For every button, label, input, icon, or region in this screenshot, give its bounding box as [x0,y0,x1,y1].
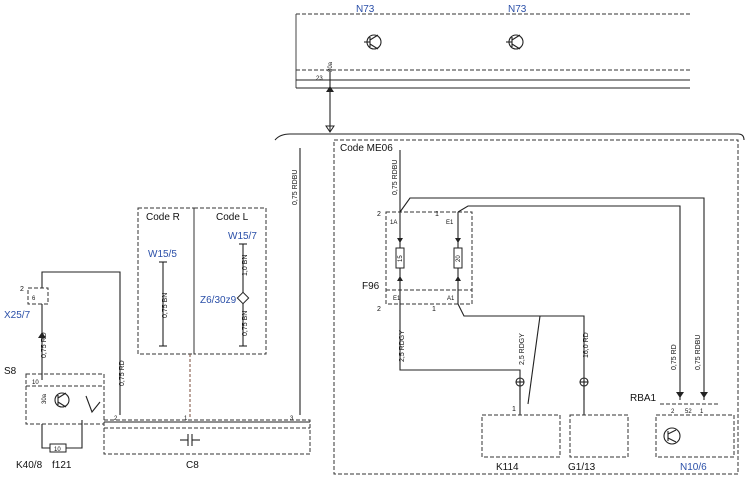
w15-5-label: W15/5 [148,249,177,260]
k114-label: K114 [496,462,519,473]
pin-1a: 1A [390,220,397,226]
pin-2-x25: 2 [20,286,24,293]
wire-rd-mid: 0,75 RD [119,360,126,386]
wire-bn-r: 0,75 BN [162,293,169,318]
pin-2-f96-bottom: 2 [377,306,381,313]
fuse-15: 15 [398,255,404,262]
pin-2-rba: 2 [671,409,675,415]
wire-rdbu-me06: 0,75 RDBU [392,160,399,195]
g1-label: G1/13 [568,462,596,473]
n73-label-left: N73 [356,4,375,15]
pin-e1-bottom: E1 [393,296,401,302]
n10-module: 0,75 RD 0,75 RDBU RBA1 2 52 1 N10/6 [630,335,735,473]
k114-relay: 2,5 RDGY 1 K114 [481,333,561,473]
motor-icon [663,427,681,445]
wire-rd-16: 16,0 RD [583,332,590,358]
wire-bn-l: 0,75 BN [242,311,249,336]
k40-fuse: 10 K40/8 f121 [16,420,83,471]
pin-30a-s8: 30a [42,393,48,404]
code-r-label: Code R [146,212,180,223]
transistor-icon [364,34,382,50]
pin-1-f96-bottom: 1 [432,306,436,313]
k40-label: K40/8 [16,460,43,471]
c8-label: C8 [186,460,199,471]
n73-module: N73 N73 23 30a [295,4,690,89]
rba1-label: RBA1 [630,393,657,404]
transistor-icon [54,392,70,408]
wire-rdgy-left: 2,5 RDGY [399,330,406,362]
code-me06-label: Code ME06 [340,143,393,154]
s8-label: S8 [4,366,17,377]
wire-rdgy-right: 2,5 RDGY [519,333,526,365]
code-me06-box [333,139,739,475]
f121-label: f121 [52,460,72,471]
code-rl-box: Code R Code L W15/5 W15/7 Z6/30z9 0,75 B… [137,207,267,355]
wire-rdbu-right: 0,75 RDBU [695,335,702,370]
wire-rdbu-left: 0,75 RDBU [292,170,299,205]
pin-e1-top: E1 [446,220,454,226]
g1-battery: 16,0 RD G1/13 [568,332,629,473]
pin-1-k114: 1 [512,406,516,413]
pin-1-rba: 1 [700,409,704,415]
pin-a1: A1 [447,296,455,302]
s8-switch: S8 10 30a [4,366,105,425]
pin-52: 52 [685,409,692,415]
n10-label: N10/6 [680,462,707,473]
pin-2-f96: 2 [377,211,381,218]
pin-30a-top: 30a [328,61,334,72]
x25-label: X25/7 [4,310,31,321]
pin-10: 10 [32,380,39,386]
pin-6: 6 [32,296,36,302]
capacitor-icon [180,434,200,446]
wire-rd-left: 0,75 RD [41,332,48,358]
f96-label: F96 [362,281,380,292]
pin-3-c8: 3 [290,416,294,422]
n73-connector [325,86,335,133]
fuse-20: 20 [456,255,462,262]
c8-capacitor: 2 1 3 C8 [103,416,311,471]
pin-10-fuse: 10 [54,447,61,453]
code-l-label: Code L [216,212,249,223]
pin-2-c8: 2 [114,416,118,422]
n73-label-right: N73 [508,4,527,15]
wire-bn-10: 1,0 BN [242,255,249,276]
pin-1-f96: 1 [435,211,439,218]
pin-1-c8: 1 [184,416,188,422]
z6-label: Z6/30z9 [200,295,237,306]
w15-7-label: W15/7 [228,231,257,242]
pin-23: 23 [316,76,323,82]
f96-fuse-block: F96 2 1 1A E1 E1 A1 2 1 15 20 [362,211,473,313]
x25-connector: 2 6 X25/7 0,75 RD [4,271,126,415]
transistor-icon [506,34,524,50]
wire-rd-right: 0,75 RD [671,344,678,370]
